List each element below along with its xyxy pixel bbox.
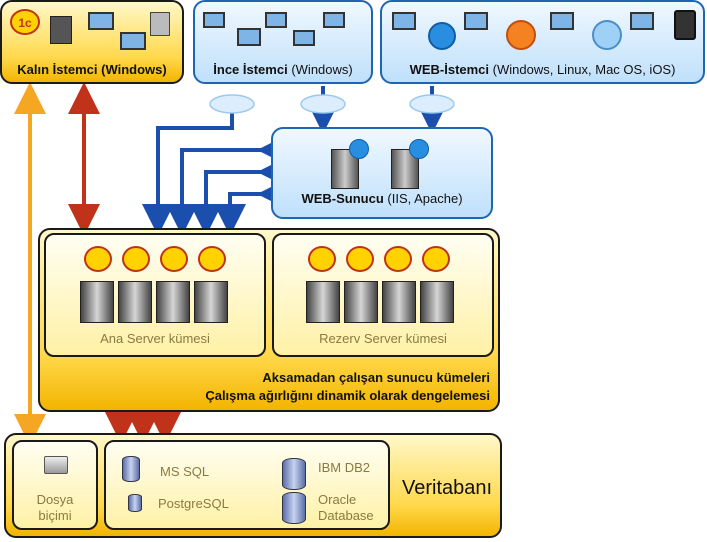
laptop-icon <box>120 32 146 50</box>
file-mode-box: Dosya biçimi <box>12 440 98 530</box>
web-client-box: WEB-İstemci (Windows, Linux, Mac OS, iOS… <box>380 0 705 84</box>
laptop-icon <box>203 12 225 28</box>
server-icon <box>194 281 228 323</box>
reserve-cluster-label: Rezerv Server kümesi <box>319 331 447 346</box>
logo-text: 1c <box>18 16 32 30</box>
database-cylinder-icon <box>122 456 140 482</box>
web-client-label: WEB-İstemci (Windows, Linux, Mac OS, iOS… <box>409 62 676 77</box>
browser-firefox-icon <box>506 20 536 50</box>
database-cylinder-icon <box>128 494 142 512</box>
server-icon <box>382 281 416 323</box>
browser-safari-icon <box>592 20 622 50</box>
web-server-box: WEB-Sunucu (IIS, Apache) <box>271 127 493 219</box>
file-storage-icon <box>44 456 68 474</box>
server-icon <box>118 281 152 323</box>
database-title: Veritabanı <box>402 477 493 499</box>
thick-client-box: 1c Kalın İstemci (Windows) <box>0 0 184 84</box>
monitor-icon <box>237 28 261 46</box>
laptop-icon <box>293 30 315 46</box>
laptop-icon <box>630 12 654 30</box>
monitor-icon <box>323 12 345 28</box>
sql-databases-box: MS SQL PostgreSQL IBM DB2 Oracle Databas… <box>104 440 390 530</box>
oracle-label-line2: Database <box>318 508 374 523</box>
reserve-cluster-box: Rezerv Server kümesi <box>272 233 494 357</box>
browser-ie-icon <box>428 22 456 50</box>
cluster-caption-line1: Aksamadan çalışan sunucu kümeleri <box>262 370 490 385</box>
logo-1c-icon <box>308 246 450 272</box>
main-cluster-label: Ana Server kümesi <box>100 331 210 346</box>
database-cylinder-icon <box>282 458 306 490</box>
oracle-label-line1: Oracle <box>318 492 357 507</box>
thin-client-box: İnce İstemci (Windows) <box>193 0 373 84</box>
cluster-caption-line2: Çalışma ağırlığını dinamik olarak dengel… <box>205 388 490 403</box>
desktop-pc-icon <box>150 12 170 36</box>
server-icon <box>306 281 340 323</box>
tower-pc-icon <box>50 16 72 44</box>
tablet-icon <box>674 10 696 40</box>
laptop-icon <box>88 12 114 30</box>
server-icon <box>80 281 114 323</box>
main-cluster-box: Ana Server kümesi <box>44 233 266 357</box>
monitor-icon <box>265 12 287 28</box>
server-icon <box>344 281 378 323</box>
file-mode-line1: Dosya <box>36 492 74 507</box>
logo-1c-icon: 1c <box>10 9 40 35</box>
db2-label: IBM DB2 <box>318 460 371 475</box>
postgresql-label: PostgreSQL <box>158 496 229 511</box>
monitor-icon <box>550 12 574 30</box>
globe-icon <box>409 139 429 159</box>
file-mode-line2: biçimi <box>38 508 72 523</box>
laptop-icon <box>464 12 488 30</box>
msql-label: MS SQL <box>160 464 210 479</box>
thin-client-label: İnce İstemci (Windows) <box>213 62 353 77</box>
database-cylinder-icon <box>282 492 306 524</box>
globe-icon <box>349 139 369 159</box>
logo-1c-icon <box>84 246 226 272</box>
server-icon <box>420 281 454 323</box>
server-icon <box>156 281 190 323</box>
web-server-label: WEB-Sunucu (IIS, Apache) <box>301 191 463 206</box>
monitor-icon <box>392 12 416 30</box>
thick-client-label: Kalın İstemci (Windows) <box>17 62 167 77</box>
